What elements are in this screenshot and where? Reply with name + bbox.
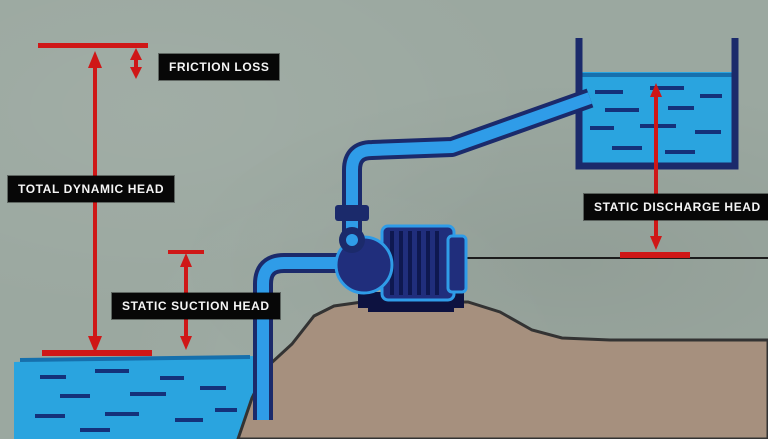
water-ripple [700, 94, 722, 98]
total-dynamic-head-label: TOTAL DYNAMIC HEAD [8, 176, 175, 202]
ground [236, 300, 768, 439]
water-ripple [95, 369, 129, 373]
suction-water-source [14, 355, 263, 439]
water-ripple [650, 86, 684, 90]
pump [334, 224, 468, 312]
static-suction-head-label: STATIC SUCTION HEAD [112, 293, 280, 319]
tdh-top-reference-line [38, 43, 148, 48]
water-ripple [590, 126, 614, 130]
friction-loss-label: FRICTION LOSS [159, 54, 280, 80]
water-ripple [130, 392, 166, 396]
water-ripple [215, 408, 237, 412]
tdh-bottom-reference-line [42, 350, 152, 356]
tdh-arrowhead-up [88, 51, 102, 68]
pump-inlet-joint-center [346, 234, 358, 246]
water-ripple [200, 386, 226, 390]
water-ripple [595, 90, 623, 94]
suction-pipe-bore [257, 257, 350, 420]
water-ripple [668, 106, 694, 110]
pipe-flange [335, 205, 369, 221]
water-ripple [695, 130, 721, 134]
water-ripple [612, 146, 642, 150]
motor-end-cap [446, 234, 468, 294]
water-ripple [105, 412, 139, 416]
water-ripple [60, 394, 90, 398]
friction-loss-arrowhead-up [130, 48, 142, 60]
discharge-head-arrowhead-down [650, 236, 662, 250]
discharge-head-reference-tick [620, 252, 690, 258]
water-ripple [605, 108, 639, 112]
discharge-pipe [342, 88, 594, 246]
water-ripple [160, 376, 184, 380]
source-water-surface [19, 355, 251, 362]
pump-feet [368, 304, 454, 312]
discharge-head-arrowhead-up [650, 83, 662, 97]
water-ripple [40, 375, 66, 379]
tdh-arrowhead-down [88, 336, 102, 353]
friction-loss-arrowhead-down [130, 67, 142, 79]
static-discharge-head-label: STATIC DISCHARGE HEAD [584, 194, 768, 220]
suction-pipe [253, 253, 350, 420]
suction-head-reference-tick [168, 250, 204, 254]
suction-head-arrowhead-up [180, 253, 192, 267]
water-ripple [175, 418, 203, 422]
source-water [14, 356, 263, 439]
discharge-pipe-bore [346, 92, 593, 246]
water-ripple [35, 414, 65, 418]
suction-head-arrowhead-down [180, 336, 192, 350]
discharge-pipe-outline [342, 88, 594, 246]
annotations [38, 43, 690, 356]
water-ripple [80, 428, 110, 432]
water-ripple [665, 150, 695, 154]
